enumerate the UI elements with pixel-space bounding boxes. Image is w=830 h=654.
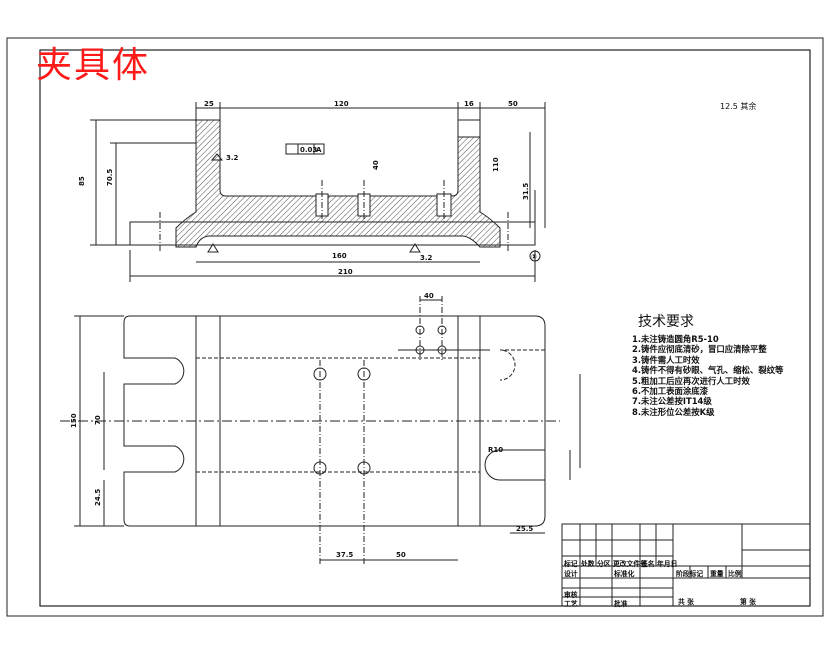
dim-top-far-right: 50 [508,100,518,108]
roughness-label: 其余 [740,102,757,111]
list-item: 3.铸件需人工时效 [632,354,700,365]
dim-plan-w2: 50 [396,551,406,559]
dim-plan-small: 24.5 [94,489,102,506]
tb-zone: 分区 [597,560,611,568]
tb-scale: 比例 [728,570,742,578]
dim-height-right: 31.5 [522,183,530,200]
dim-plan-slot: R10 [488,446,503,454]
dim-right-depth: 110 [492,157,500,172]
list-item: 1.未注铸造圆角R5-10 [632,334,719,344]
tb-date: 年月日 [657,560,678,568]
tb-weight: 重量 [710,570,724,578]
dim-roughness-bottom: 3.2 [420,254,433,262]
dim-top-left: 25 [204,100,214,108]
list-item: 2.铸件应彻底清砂，冒口应清除平整 [632,344,767,355]
dim-datum: A [316,146,322,154]
dim-height-left: 85 [78,176,86,186]
list-item: 7.未注公差按IT14级 [632,396,712,407]
tb-mark: 标记 [564,560,578,568]
tb-design: 设计 [564,570,578,578]
tb-sheet-no: 第 张 [740,598,756,606]
dim-height-left2: 70.5 [106,169,114,186]
dim-bottom-overall: 210 [338,268,353,276]
title-block [561,523,811,607]
tb-check: 审核 [564,591,578,599]
list-item: 8.未注形位公差按K级 [632,406,715,417]
tech-requirements-list: 1.未注铸造圆角R5-10 2.铸件应彻底清砂，冒口应清除平整 3.铸件需人工时… [632,334,783,417]
tb-sheets-total: 共 张 [678,598,694,606]
tb-craft: 工艺 [564,600,578,608]
dim-bottom-inner: 160 [332,252,347,260]
list-item: 4.铸件不得有砂眼、气孔、缩松、裂纹等 [632,365,784,376]
dim-height-mid: 40 [372,160,380,170]
drawing-title: 夹具体 [36,45,151,86]
dim-hole-spacing: 40 [424,292,434,300]
dim-plan-height: 150 [70,413,78,428]
tb-approve: 批准 [614,600,628,608]
inner-frame [39,49,811,607]
dim-plan-inner: 70 [94,415,102,425]
tb-signature: 签名 [641,560,655,568]
dim-section-marker: ① [531,253,537,261]
tb-change-doc: 更改文件号 [613,560,647,568]
tb-standardize: 标准化 [614,570,635,578]
list-item: 5.粗加工后应再次进行人工时效 [632,375,750,386]
roughness-value: 12.5 [720,102,738,111]
front-section-view [90,102,546,282]
list-item: 6.不加工表面涂底漆 [632,386,709,397]
dim-roughness-a: 3.2 [226,154,239,162]
roughness-note: 12.5 其余 [720,101,756,112]
dim-plan-right: 25.5 [516,525,533,533]
tech-requirements-heading: 技术要求 [638,314,694,330]
tb-stage: 阶段标记 [676,570,704,578]
dim-tolerance: 0.03 [300,146,317,154]
outer-frame [6,37,824,617]
dim-plan-w1: 37.5 [336,551,353,559]
tb-count: 处数 [581,560,595,568]
dim-top-right: 16 [464,100,474,108]
plan-view [60,296,581,565]
dim-top-inner: 120 [334,100,349,108]
